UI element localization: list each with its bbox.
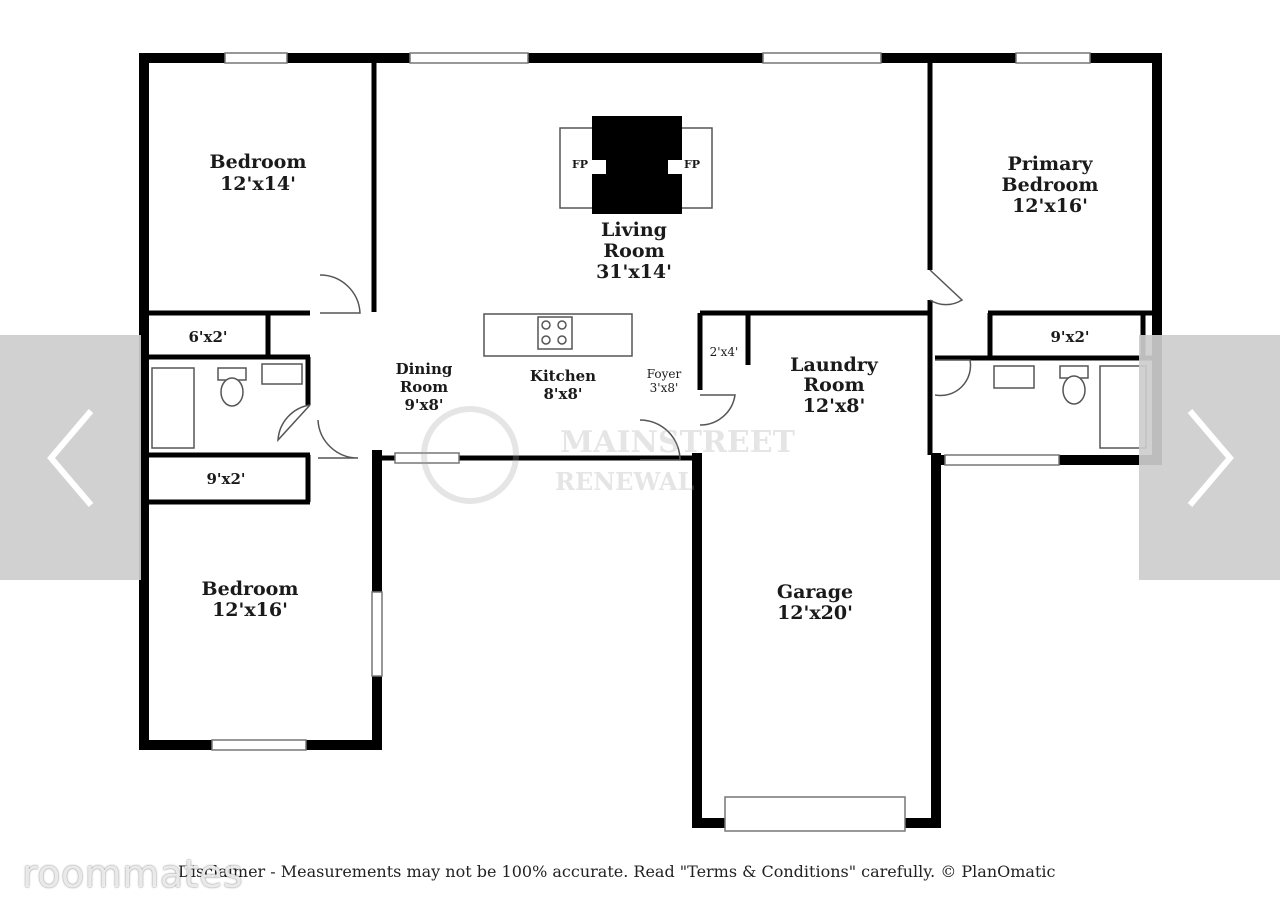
dining-size: 9'x8' bbox=[404, 396, 443, 414]
closet-6x2-size: 6'x2' bbox=[188, 328, 227, 346]
bedroom-sw-size: 12'x16' bbox=[212, 599, 288, 621]
closet-2x4-size: 2'x4' bbox=[710, 345, 739, 359]
fireplace bbox=[592, 116, 682, 214]
chevron-right-icon bbox=[1187, 408, 1234, 507]
closet-9x2-left-size: 9'x2' bbox=[206, 470, 245, 488]
room-labels: Bedroom 12'x14' Living Room 31'x14' Prim… bbox=[188, 151, 1098, 624]
fireplace-label-right: FP bbox=[684, 158, 700, 171]
laundry-size: 12'x8' bbox=[803, 395, 866, 417]
doors bbox=[277, 269, 972, 461]
bedroom-nw-name: Bedroom bbox=[210, 151, 307, 173]
bedroom-sw-name: Bedroom bbox=[202, 578, 299, 600]
primary-name-1: Primary bbox=[1008, 153, 1094, 175]
laundry-name-2: Room bbox=[803, 374, 864, 396]
brand-watermark: roommates bbox=[22, 852, 244, 896]
primary-name-2: Bedroom bbox=[1002, 174, 1099, 196]
foyer-size: 3'x8' bbox=[650, 381, 679, 395]
primary-size: 12'x16' bbox=[1012, 195, 1088, 217]
chevron-left-icon bbox=[46, 408, 93, 507]
garage-size: 12'x20' bbox=[777, 602, 853, 624]
living-size: 31'x14' bbox=[596, 261, 672, 283]
dining-name-1: Dining bbox=[396, 360, 453, 378]
watermark: MAINSTREET RENEWAL bbox=[421, 406, 796, 504]
fireplace-label-left: FP bbox=[572, 158, 588, 171]
laundry-name-1: Laundry bbox=[790, 354, 879, 376]
windows bbox=[211, 52, 1091, 832]
closet-9x2-right-size: 9'x2' bbox=[1050, 328, 1089, 346]
bedroom-nw-size: 12'x14' bbox=[220, 173, 296, 195]
living-name-2: Room bbox=[603, 240, 664, 262]
fixtures bbox=[151, 127, 1147, 449]
previous-image-button[interactable] bbox=[0, 335, 141, 580]
garage-name: Garage bbox=[777, 581, 853, 603]
kitchen-name: Kitchen bbox=[530, 367, 596, 385]
next-image-button[interactable] bbox=[1139, 335, 1280, 580]
foyer-name: Foyer bbox=[647, 367, 682, 381]
living-name-1: Living bbox=[601, 219, 667, 241]
watermark-line1: MAINSTREET bbox=[560, 425, 796, 460]
disclaimer-text: Disclaimer - Measurements may not be 100… bbox=[178, 862, 1056, 881]
watermark-line2: RENEWAL bbox=[555, 467, 695, 496]
kitchen-size: 8'x8' bbox=[543, 385, 582, 403]
dining-name-2: Room bbox=[400, 378, 448, 396]
